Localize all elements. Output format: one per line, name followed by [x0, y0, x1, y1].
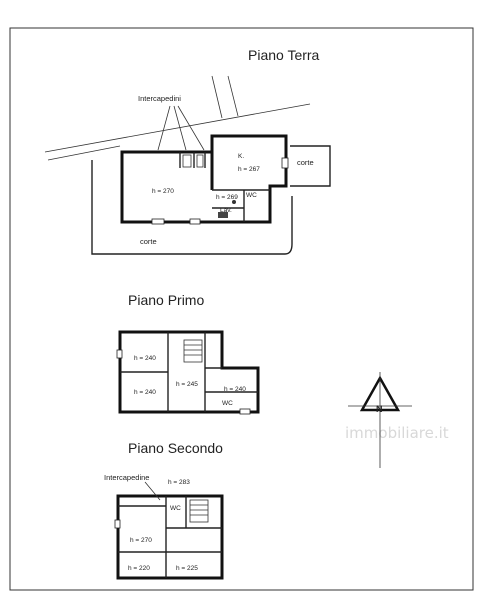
door: [239, 408, 251, 415]
ground-kitchen-height: h = 267: [238, 166, 260, 173]
door: [114, 519, 121, 529]
first-floor-plan: Piano Primo h = 240 h = 240 h = 245 h = …: [116, 292, 260, 415]
callout-arrow: [173, 105, 187, 151]
second-floor-plan: Piano Secondo Intercapedine h = 283 WC h…: [104, 440, 224, 580]
ground-floor-plan: Piano Terra Intercapedini K.: [44, 47, 331, 255]
door: [189, 218, 201, 225]
ground-building-outline: [120, 134, 288, 224]
ground-callout-label: Intercapedini: [138, 94, 181, 103]
ground-kitchen-letter: K.: [238, 153, 244, 160]
first-room-nw-height: h = 240: [134, 355, 156, 362]
second-floor-title: Piano Secondo: [128, 440, 223, 456]
stairs: [183, 339, 203, 363]
first-wc-label: WC: [222, 400, 233, 407]
ground-courtyard-east-label: corte: [297, 158, 314, 167]
fixture: [232, 200, 236, 204]
second-room-main-height: h = 270: [130, 537, 152, 544]
ground-floor-title: Piano Terra: [248, 47, 320, 63]
door: [151, 218, 165, 225]
second-room-top-height: h = 283: [168, 479, 190, 486]
compass-north-letter: N: [376, 404, 383, 414]
second-room-sw-height: h = 220: [128, 565, 150, 572]
door: [116, 349, 123, 359]
second-room-se-height: h = 225: [176, 565, 198, 572]
first-floor-title: Piano Primo: [128, 292, 204, 308]
stairs: [189, 499, 209, 523]
stairs: [182, 154, 192, 168]
street-line: [44, 103, 311, 153]
door: [281, 157, 289, 169]
street-line: [211, 75, 223, 119]
ground-main-room-height: h = 270: [152, 188, 174, 195]
street-line: [227, 75, 239, 117]
callout-arrow: [177, 105, 205, 151]
first-room-center-height: h = 245: [176, 381, 198, 388]
watermark: immobiliare.it: [345, 424, 449, 442]
east-courtyard-outline: [290, 145, 331, 187]
callout-arrow: [157, 105, 171, 151]
stairs: [196, 154, 204, 168]
sheet-border: [9, 27, 474, 591]
callout-arrow: [144, 481, 161, 501]
lot-boundary: [91, 160, 293, 255]
second-wc-label: WC: [170, 505, 181, 512]
ground-wc-label: WC: [246, 192, 257, 199]
first-room-sw-height: h = 240: [134, 389, 156, 396]
street-line: [47, 145, 121, 161]
first-building-outline: [118, 330, 260, 414]
ground-middle-room-height: h = 269: [216, 194, 238, 201]
ground-lav-label: Lav.: [220, 207, 232, 214]
fixture: [218, 212, 228, 218]
second-building-outline: [116, 494, 224, 580]
ground-courtyard-south-label: corte: [140, 237, 157, 246]
first-room-east-height: h = 240: [224, 386, 246, 393]
second-callout-label: Intercapedine: [104, 473, 149, 482]
north-compass: N: [348, 372, 412, 468]
